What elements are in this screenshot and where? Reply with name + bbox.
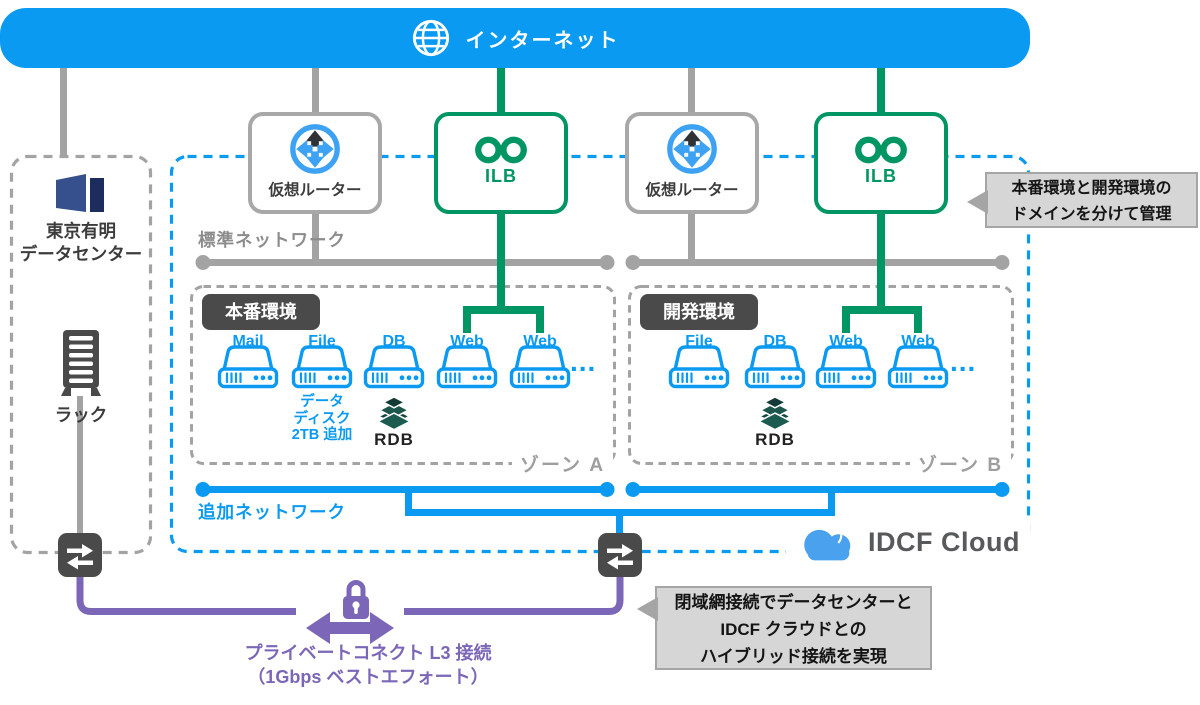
exchange-icon: [598, 533, 642, 577]
production-env-badge: 本番環境: [202, 294, 320, 330]
zone-b-boundary: [628, 285, 1014, 465]
rdb-label: RDB: [755, 430, 795, 449]
rdb-icon: [757, 396, 793, 431]
datacenter-name-line1: 東京有明: [46, 221, 116, 241]
datacenter-boundary: [9, 154, 153, 555]
infinity-icon: [475, 136, 527, 164]
server-file: File: [291, 333, 353, 396]
globe-icon: [412, 19, 449, 57]
additional-network-label: 追加ネットワーク: [198, 502, 346, 522]
callout-hybrid-connection: 閉域網接続でデータセンターと IDCF クラウドとの ハイブリッド接続を実現: [637, 586, 932, 670]
server-mail: Mail: [217, 333, 279, 396]
server-icon: [436, 345, 498, 389]
datacenter-label: 東京有明 データセンター: [10, 220, 152, 266]
server-icon: [217, 345, 279, 389]
additional-network-connectors: [195, 482, 1010, 537]
server-web-2: Web: [509, 333, 571, 396]
rdb-icon: [376, 396, 412, 431]
zone-a-label: ゾーン A: [512, 450, 614, 477]
server-icon: [668, 345, 730, 389]
virtual-router-label: 仮想ルーター: [268, 182, 362, 199]
cloud-icon: [804, 528, 851, 561]
internet-label: インターネット: [465, 29, 620, 52]
private-connect-line: [76, 571, 624, 615]
callout-domain-management: 本番環境と開発環境の ドメインを分けて管理: [967, 172, 1198, 228]
server-icon: [363, 345, 425, 389]
ilb-green-connectors: [463, 64, 922, 347]
router-icon: [290, 124, 340, 174]
ilb-1: ILB: [434, 112, 568, 214]
rack-label: ラック: [54, 405, 108, 425]
rack-icon: [61, 330, 101, 396]
zone-b-label: ゾーン B: [910, 450, 1012, 477]
lock-icon: [343, 580, 369, 619]
data-disk-note: データ ディスク 2TB 追加: [291, 394, 353, 443]
server-db: DB: [744, 333, 806, 396]
ilb-label: ILB: [865, 166, 897, 186]
server-icon: [509, 345, 571, 389]
double-arrow-icon: [306, 612, 394, 644]
datacenter-name-line2: データセンター: [19, 244, 143, 264]
development-env-badge: 開発環境: [640, 294, 758, 330]
ilb-label: ILB: [485, 166, 517, 186]
idcf-cloud-logo: IDCF Cloud: [786, 516, 1030, 568]
virtual-router-label: 仮想ルーター: [645, 182, 739, 199]
server-icon: [887, 345, 949, 389]
server-icon: [291, 345, 353, 389]
server-web-1: Web: [815, 333, 877, 396]
server-db: DB: [363, 333, 425, 396]
server-icon: [744, 345, 806, 389]
zone-a-boundary: [190, 285, 616, 465]
server-web-2: Web: [887, 333, 949, 396]
server-file: File: [668, 333, 730, 396]
callout-tail-icon: [967, 190, 988, 214]
more-servers-ellipsis: ...: [570, 346, 597, 377]
idcf-cloud-logo-text: IDCF Cloud: [868, 526, 1020, 557]
standard-network-label: 標準ネットワーク: [198, 230, 346, 250]
virtual-router-1: 仮想ルーター: [248, 112, 382, 214]
internet-bar: インターネット: [0, 8, 1030, 68]
callout-tail-icon: [637, 597, 658, 621]
exchange-icon: [58, 533, 102, 577]
building-icon: [56, 174, 104, 212]
more-servers-ellipsis: ...: [950, 346, 977, 377]
server-icon: [815, 345, 877, 389]
rdb-label: RDB: [374, 430, 414, 449]
virtual-router-2: 仮想ルーター: [625, 112, 759, 214]
infinity-icon: [855, 136, 907, 164]
ilb-2: ILB: [814, 112, 948, 214]
private-connect-caption: プライベートコネクト L3 接続 （1Gbps ベストエフォート）: [244, 643, 492, 687]
server-web-1: Web: [436, 333, 498, 396]
router-icon: [667, 124, 717, 174]
